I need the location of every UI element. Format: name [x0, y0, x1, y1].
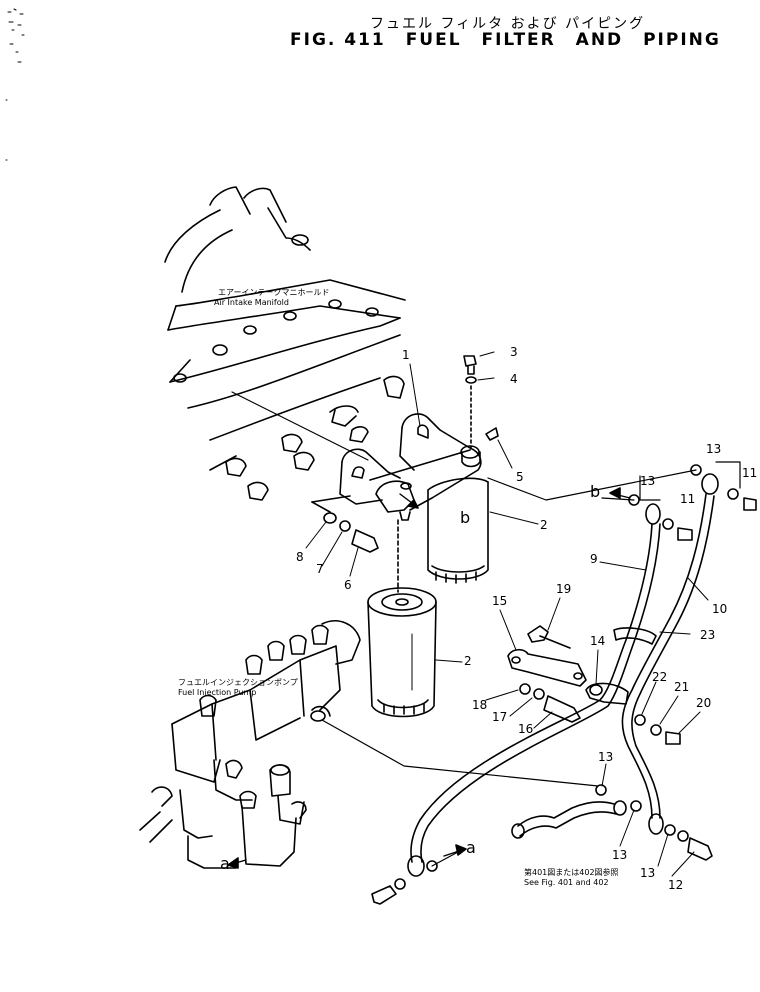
part-number: 4	[510, 372, 518, 386]
banjo-hardware	[371, 464, 757, 905]
part-number: 22	[652, 670, 668, 684]
part-number: 14	[590, 634, 606, 648]
part-number: 13	[640, 866, 656, 880]
see-fig-label-jp: 第401図または402図参照	[524, 868, 619, 877]
ref-letter-a: a	[466, 838, 476, 857]
see-fig-label: See Fig. 401 and 402	[524, 878, 609, 887]
air-intake-label: Air Intake Manifold	[214, 298, 289, 307]
clamp-bracket	[507, 625, 587, 723]
title-word: FUEL	[405, 30, 462, 50]
part-number: 10	[712, 602, 728, 616]
part-number: 9	[590, 552, 598, 566]
fuel-injection-pump	[139, 620, 361, 869]
part-number: 2	[464, 654, 472, 668]
filter-head-bracket	[311, 413, 482, 521]
part-number: 19	[556, 582, 572, 596]
part-number: 8	[296, 550, 304, 564]
ref-letter-a: a	[220, 854, 230, 873]
feed-pipe	[511, 800, 627, 839]
leader-lines	[305, 351, 709, 877]
part-number: 5	[516, 470, 524, 484]
ref-letter-b: b	[590, 482, 601, 501]
ref-arrows	[227, 487, 631, 869]
mounting-bolt	[311, 501, 379, 553]
part-number: 7	[316, 562, 324, 576]
air-intake-label-jp: エアーインテークマニホールド	[218, 288, 330, 297]
part-number: 16	[518, 722, 534, 736]
part-number: 21	[674, 680, 690, 694]
injection-pump-label: Fuel Injection Pump	[178, 688, 257, 697]
part-number: 1	[402, 348, 410, 362]
hose-clamp	[585, 627, 657, 705]
air-intake-manifold	[164, 186, 406, 501]
ref-letter-b: b	[460, 508, 471, 527]
part-number: 11	[680, 492, 696, 506]
fuel-hose-10	[621, 473, 719, 835]
part-number: 2	[540, 518, 548, 532]
title-japanese: フュエル フィルタ および パイピング	[370, 16, 646, 32]
part-number: 23	[700, 628, 716, 642]
part-number: 17	[492, 710, 508, 724]
figure-title: FIG. 411 FUEL FILTER AND PIPING	[290, 30, 733, 50]
air-bleed-plug	[463, 355, 499, 449]
part-number: 6	[344, 578, 352, 592]
filter-cartridge-upper	[427, 477, 489, 584]
injection-pump-label-jp: フュエルインジェクションポンプ	[178, 678, 298, 687]
figure-number: FIG. 411	[290, 30, 386, 50]
part-number: 20	[696, 696, 712, 710]
title-word: FILTER	[481, 30, 556, 50]
part-number: 13	[706, 442, 722, 456]
part-number: 13	[640, 474, 656, 488]
filter-cartridge-lower	[367, 519, 437, 718]
part-number: 15	[492, 594, 508, 608]
fuel-hose-9	[407, 503, 661, 877]
title-word: PIPING	[643, 30, 721, 50]
part-number: 12	[668, 878, 684, 892]
part-number: 13	[612, 848, 628, 862]
part-number: 18	[472, 698, 488, 712]
scan-specks	[5, 8, 25, 161]
part-number: 3	[510, 345, 518, 359]
part-number: 13	[598, 750, 614, 764]
title-word: AND	[575, 30, 624, 50]
part-number: 11	[742, 466, 758, 480]
